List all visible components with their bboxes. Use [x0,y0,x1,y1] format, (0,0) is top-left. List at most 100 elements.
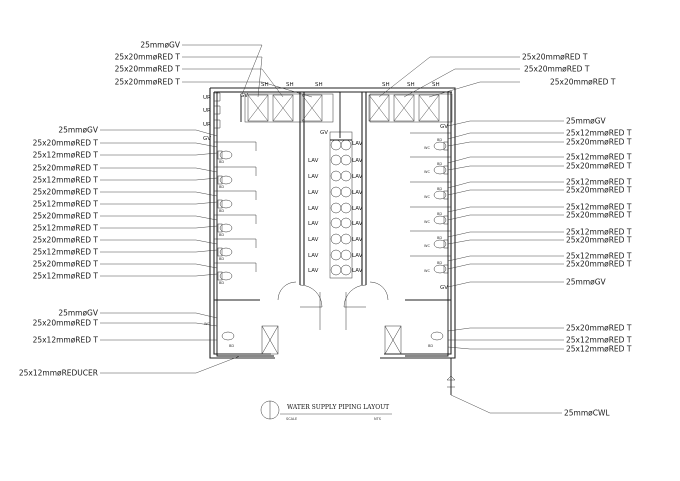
wc-bowl-lower [430,331,444,341]
lav-basin-right [340,154,352,166]
bidet-label-lower: BD [229,344,234,348]
outer-wall-top-right [210,87,456,359]
wc-bowl [433,165,447,175]
left-callout-label: 25x12mmøRED T [33,248,99,257]
wc-tank [217,247,223,257]
lav-label-left: LAV [308,221,319,227]
lav-basin-left [330,170,342,182]
shower-diag [272,94,294,122]
top-right-callout-label: 25x20mmøRED T [522,53,588,62]
right-callout-label: 25x20mmøRED T [566,186,632,195]
top-left-callout-label: 25x20mmøRED T [115,65,181,74]
shower-stall [272,94,294,122]
wc-tank [217,271,223,281]
top-right-leader [428,81,520,98]
lav-basin-right [340,233,352,245]
duct-left-x2 [261,325,279,355]
title-block: WATER SUPPLY PIPING LAYOUT SCALE NTS [260,400,392,421]
lav-label-right: LAV [352,221,363,227]
entry-passage [319,292,347,330]
left-callout-label: 25x20mmøRED T [33,212,99,221]
lav-label-left: LAV [308,268,319,274]
left-callout-label: 25x12mmøREDUCER [19,369,98,378]
door-swing-lower-right [369,281,389,301]
right-leader [447,206,564,213]
top-left-callout-label: 25mmøGV [140,41,181,50]
right-leader [447,141,564,147]
left-callout-label: 25x20mmøRED T [33,139,99,148]
left-callout-label: 25x20mmøRED T [33,236,99,245]
gv-label-top: GV [240,93,248,99]
left-callout-label: 25x20mmøRED T [33,260,99,269]
leader-lines [100,44,564,374]
left-leader [100,215,218,221]
left-leader [100,201,218,205]
bidet-label: BD [437,138,442,142]
lav-label-left: LAV [308,253,319,259]
shower-label: SH [382,82,390,88]
left-leader [100,263,218,269]
shower-diag [301,94,323,122]
wc-bowl [219,223,233,233]
wc-bowl [433,215,447,225]
left-callout-label: 25x12mmøRED T [33,272,99,281]
lav-basin-left [330,139,342,151]
left-callout-label: 25x12mmøRED T [33,151,99,160]
right-callout-label: 25x20mmøRED T [566,138,632,147]
top-left-leader [182,44,263,98]
gv-label-left: GV [203,136,211,142]
wc-bowl [219,271,233,281]
wc-bowl [433,141,447,151]
lav-label-left: LAV [308,158,319,164]
gv-label-right-top: GV [440,124,448,130]
right-callout-label: 25x12mmøRED T [566,345,632,354]
wc-bowl-lower [221,331,235,341]
right-callout-label: 25x12mmøRED T [566,252,632,261]
lav-basin-right [340,186,352,198]
wc-bowl [433,239,447,249]
urinal-label: UR [203,95,211,101]
lav-label-right: LAV [352,206,363,212]
right-leader [447,281,564,288]
shower-label: SH [261,82,269,88]
lav-label-left: LAV [308,174,319,180]
right-leader [447,132,564,140]
left-leader [100,129,218,137]
right-callout-label: 25x20mmøRED T [566,324,632,333]
supply-pipe-run [216,92,274,357]
right-callout-label: 25x12mmøRED T [566,228,632,237]
duct-left [261,325,279,355]
door-swing-lower-left [277,281,297,301]
lav-label-left: LAV [308,237,319,243]
top-left-callout-label: 25x20mmøRED T [115,78,181,87]
wc-label: WC [424,244,430,248]
lav-label-right: LAV [352,268,363,274]
lav-label-left: LAV [308,206,319,212]
wc-bowl [219,150,233,160]
right-callout-label: 25x20mmøRED T [566,260,632,269]
scale-label: SCALE [286,417,297,421]
cwl-valve-icon [446,375,456,388]
lav-counter [329,131,353,279]
door-swing-left [299,284,323,308]
right-leader [447,165,564,171]
right-callout-label: 25x20mmøRED T [566,162,632,171]
left-leader [100,191,218,197]
right-callout-label-cwl: 25mmøCWL [564,409,610,418]
right-leader [447,181,564,189]
right-leader [447,239,564,245]
shower-stall [301,94,323,122]
shower-block-right [369,93,453,123]
lav-basin-right [340,139,352,151]
bidet-label: BD [437,212,442,216]
bidet-label-lower: BD [428,344,433,348]
bidet-label: BD [437,162,442,166]
wc-bowl [219,175,233,185]
lav-label-top: LAV [352,141,363,147]
right-leader [447,346,564,350]
